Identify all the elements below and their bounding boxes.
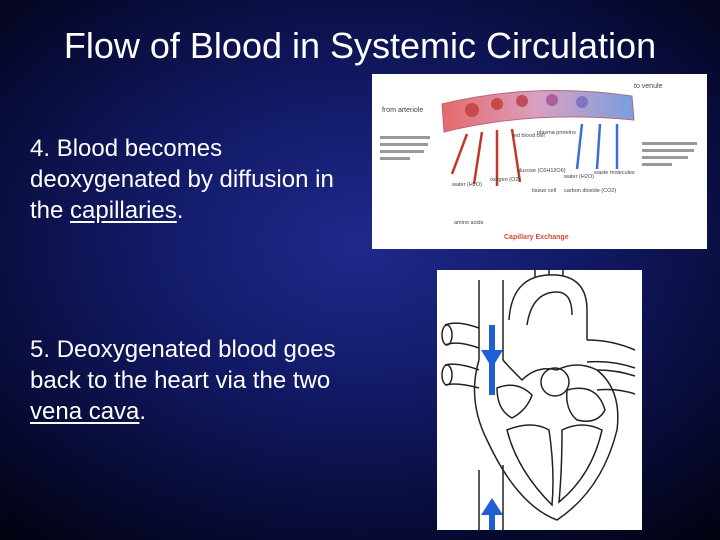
point-4-period: .	[176, 197, 184, 224]
red-blood-cell-label: red blood cell	[512, 133, 545, 139]
red-blood-cell	[516, 95, 528, 107]
point-5-body: Deoxygenated blood goes back to the hear…	[30, 336, 336, 394]
amino-acids-label: amino acids	[454, 220, 484, 226]
heart-image	[437, 270, 642, 530]
pressure-notes-right	[642, 142, 697, 166]
glucose-label: glucose (C6H12O6)	[517, 168, 566, 174]
right-atrium	[496, 384, 533, 419]
from-arteriole-label: from arteriole	[382, 107, 423, 114]
red-blood-cell	[465, 103, 479, 117]
pressure-notes-left	[380, 136, 430, 160]
plasma-proteins-label: plasma proteins	[537, 130, 576, 136]
pulmonary-vein-right	[596, 369, 636, 395]
waste-molecules-label: waste molecules	[593, 170, 635, 176]
tissue-cell-label: tissue cell	[532, 188, 556, 194]
left-atrium	[565, 387, 606, 422]
superior-vena-cava	[478, 280, 504, 360]
outflow-arrows	[450, 128, 522, 186]
aortic-branches	[534, 270, 564, 278]
pulmonary-artery-left-end	[441, 324, 453, 346]
heart-body	[473, 359, 619, 521]
valve	[540, 367, 570, 397]
water-label-left: water (H2O)	[451, 182, 482, 188]
carbon-dioxide-label: carbon dioxide (CO2)	[564, 188, 616, 194]
slide-title: Flow of Blood in Systemic Circulation	[63, 25, 657, 66]
inflow-arrows	[575, 123, 619, 170]
capillary-exchange-caption: Capillary Exchange	[504, 234, 569, 241]
heart-diagram	[437, 270, 642, 530]
point-4-text: 4. Blood becomes deoxygenated by diffusi…	[30, 133, 370, 226]
point-5-number: 5.	[30, 336, 51, 363]
right-ventricle	[506, 424, 554, 507]
red-blood-cell	[546, 94, 558, 106]
aorta	[508, 274, 588, 340]
left-ventricle	[558, 424, 603, 504]
pulmonary-vein-left-end	[441, 364, 453, 386]
point-4-number: 4.	[30, 135, 51, 162]
inferior-vena-cava	[478, 465, 504, 530]
pulmonary-artery-right	[586, 339, 636, 369]
capillary-exchange-diagram: from arteriole to venule red blood cell …	[372, 74, 707, 249]
arrow-up-icon	[481, 498, 503, 530]
vena-cava-link[interactable]: vena cava	[30, 398, 140, 425]
oxygen-label: oxygen (O2)	[490, 177, 520, 183]
red-blood-cell	[491, 98, 503, 110]
arrow-down-icon	[481, 325, 503, 395]
heart-outline	[441, 270, 636, 530]
capillaries-link[interactable]: capillaries	[70, 197, 177, 224]
red-blood-cell	[576, 96, 588, 108]
water-label-right: water (H2O)	[563, 174, 594, 180]
point-5-text: 5. Deoxygenated blood goes back to the h…	[30, 334, 370, 427]
capillary-exchange-image: from arteriole to venule red blood cell …	[372, 74, 707, 249]
aorta-inner	[526, 291, 573, 326]
point-4-body: Blood becomes deoxygenated by diffusion …	[30, 135, 334, 224]
point-5-period: .	[139, 398, 147, 425]
to-venule-label: to venule	[634, 83, 663, 90]
